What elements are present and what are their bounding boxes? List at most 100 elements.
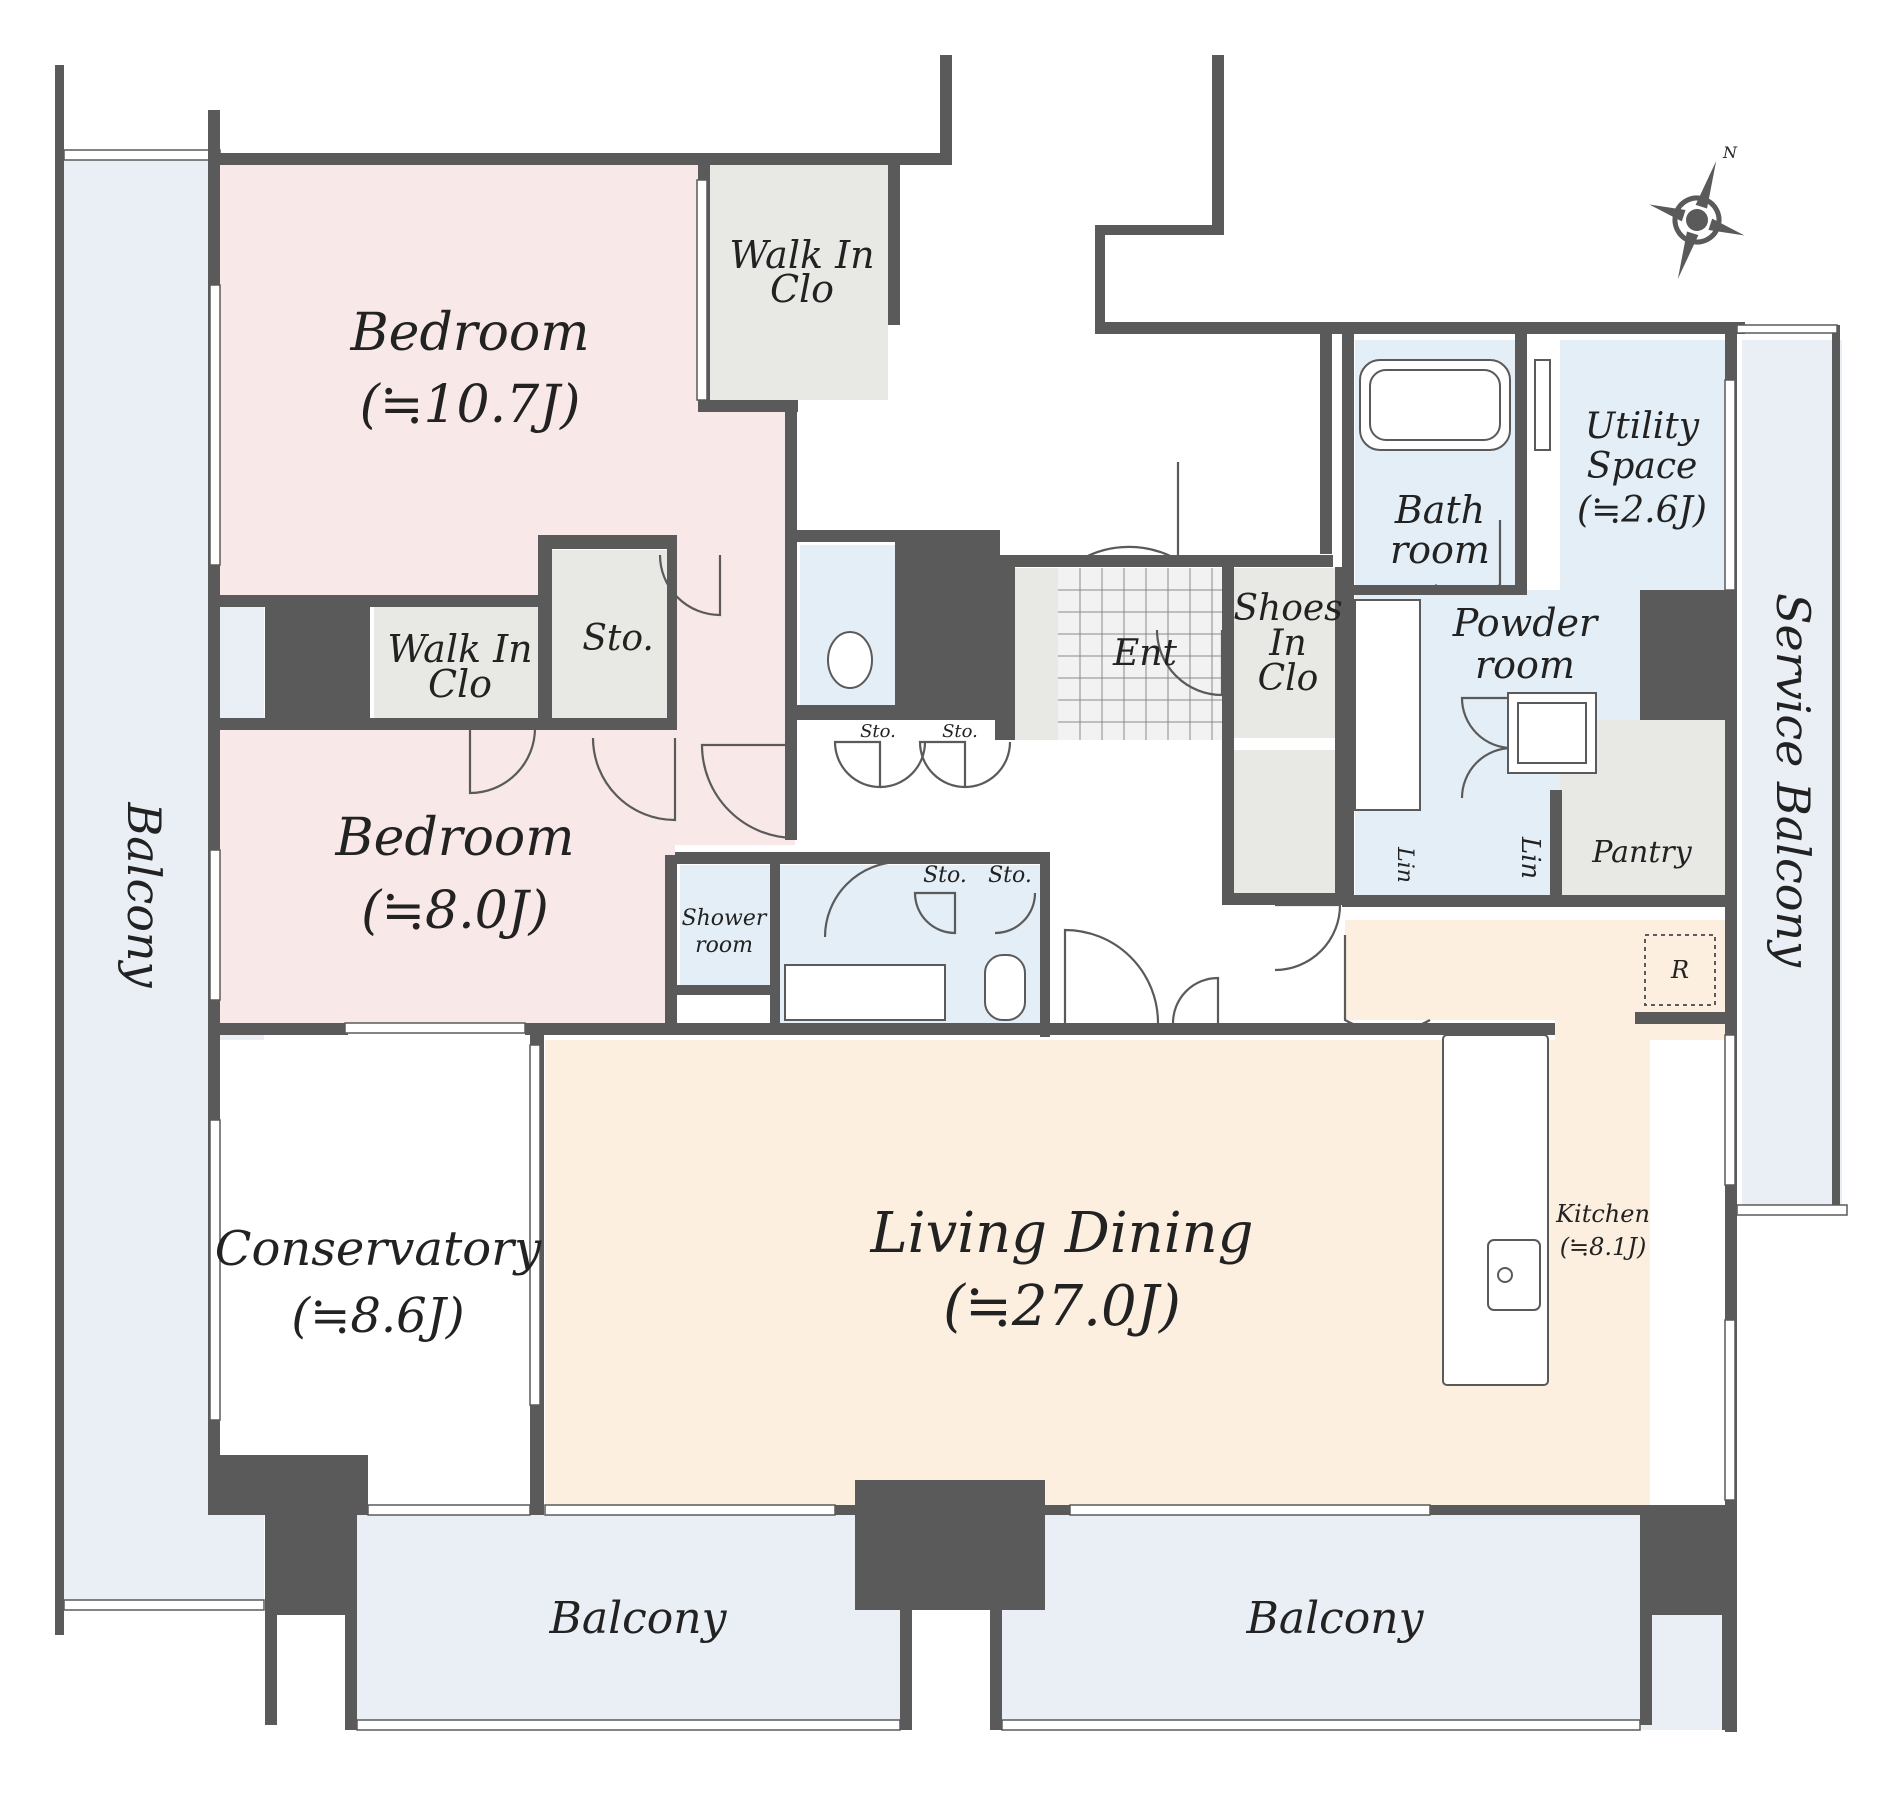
wall-bath-bottom — [1342, 585, 1527, 595]
wall-recess-b — [1095, 225, 1224, 235]
door-sto-d[interactable] — [964, 741, 1012, 789]
sto-b-label: Sto. — [942, 721, 978, 742]
wall-south-pier-right — [1640, 1505, 1735, 1615]
door-bed1-hall[interactable] — [700, 743, 797, 840]
door-powder[interactable] — [1343, 935, 1431, 1033]
door-sto-b[interactable] — [879, 741, 927, 789]
door-sto[interactable] — [591, 737, 677, 822]
shower-fill — [680, 865, 772, 985]
door-bath[interactable] — [1434, 520, 1502, 595]
conservatory-name: Conservatory — [215, 1221, 542, 1277]
wall-ent-left — [995, 555, 1015, 740]
south-left-balcony-label: Balcony — [549, 1593, 728, 1644]
wall-recess-e — [1320, 322, 1332, 554]
wall-balc-right-out — [1722, 1610, 1734, 1730]
bathtub-inner — [1369, 369, 1501, 441]
door-entrance[interactable] — [1079, 462, 1180, 562]
wall-bed-divider — [220, 595, 370, 607]
south-right-balcony-area — [1000, 1515, 1725, 1730]
door-sto-c[interactable] — [918, 740, 967, 789]
kitchen-name: Kitchen — [1555, 1200, 1650, 1228]
balcony-labels: Balcony Balcony Balcony Service Balcony — [117, 593, 1820, 1644]
bedroom2-name: Bedroom — [334, 808, 574, 868]
kitchen-size: (≒8.1J) — [1560, 1233, 1647, 1261]
wall-toilet1-right — [895, 542, 1000, 707]
shower-line1: Shower — [682, 906, 768, 931]
lin2-label: Lin — [1515, 836, 1545, 879]
wall-sto-top — [538, 535, 675, 549]
wall-shower-right — [770, 862, 780, 1032]
door-wash[interactable] — [823, 860, 901, 938]
wall-balc-left-in — [345, 1515, 357, 1730]
wall-ent-top — [1015, 555, 1333, 567]
wall-powder-bottom — [1342, 895, 1732, 907]
window-utility — [1724, 379, 1736, 591]
door-bed1-toilet[interactable] — [658, 554, 722, 617]
wall-balc-mid-b — [990, 1515, 1002, 1730]
conservatory-size: (≒8.6J) — [291, 1288, 464, 1344]
shower-tray-inner — [1517, 702, 1587, 764]
door-bed2[interactable] — [468, 726, 537, 795]
south-left-balcony-area — [355, 1515, 902, 1730]
bedroom1-size: (≒10.7J) — [360, 375, 581, 435]
wall-wic2-top — [370, 595, 540, 607]
south-right-balcony-label: Balcony — [1246, 1593, 1425, 1644]
door-shoes[interactable] — [1155, 629, 1224, 697]
south-left-rail — [356, 1719, 901, 1731]
door-sto-a[interactable] — [833, 740, 882, 789]
doors — [468, 462, 1514, 1033]
conservatory-fill — [220, 1040, 538, 1515]
west-railing-top — [63, 149, 221, 161]
walkin2-line2: Clo — [428, 662, 492, 706]
powder-line2: room — [1475, 643, 1575, 687]
windows — [209, 179, 1736, 1516]
fixtures — [784, 359, 1716, 1386]
window-east-kitchen — [1724, 1034, 1736, 1186]
utility-size: (≒2.6J) — [1577, 490, 1707, 531]
door-sto-f[interactable] — [994, 892, 1037, 935]
west-railing — [55, 65, 64, 1635]
wall-top-right-stub — [940, 55, 952, 165]
door-sto-e[interactable] — [913, 891, 957, 935]
wall-shoes-bottom — [1222, 893, 1342, 905]
door-living-right[interactable] — [1171, 976, 1220, 1024]
wall-wash-right — [1040, 852, 1050, 1037]
bath-line1: Bath — [1394, 488, 1485, 532]
door-powder-left2[interactable] — [1460, 746, 1513, 799]
wall-recess-c — [1095, 225, 1105, 330]
living-fill — [545, 920, 1725, 1515]
west-balcony-label: Balcony — [117, 801, 171, 988]
window-bed1 — [209, 284, 221, 566]
shower-line2: room — [695, 933, 753, 958]
window-cons-top — [344, 1022, 526, 1034]
compass-rose-icon — [1649, 161, 1745, 279]
toilet-bowl-1 — [827, 631, 873, 689]
wall-kitchen-right — [1635, 1012, 1730, 1024]
sto-main-label: Sto. — [582, 618, 654, 659]
service-balcony-area — [1742, 340, 1842, 1210]
wall-bed2-top — [220, 718, 677, 730]
wall-utility-block — [1640, 590, 1732, 720]
walkin1-fill — [710, 165, 888, 400]
sink-drain — [1497, 1267, 1513, 1283]
wall-balc-right-in — [1640, 1610, 1652, 1725]
shoes2-fill — [1232, 750, 1342, 900]
wall-sto-left — [538, 535, 552, 720]
walkin2-fill — [374, 605, 539, 720]
utility-fill — [1560, 340, 1725, 590]
window-living-south — [544, 1504, 836, 1516]
door-living-left[interactable] — [1063, 928, 1160, 1024]
compass-north-label: N — [1722, 143, 1738, 162]
wall-recess-a — [1212, 55, 1224, 235]
shoes-line2: In — [1268, 623, 1306, 664]
living-size: (≒27.0J) — [943, 1274, 1181, 1339]
living-name: Living Dining — [869, 1201, 1253, 1266]
door-hall-shoes[interactable] — [1274, 903, 1342, 972]
wall-bed2-right — [665, 855, 677, 1035]
window-wic — [696, 179, 708, 401]
wall-south-pier-left — [265, 1505, 355, 1615]
bedroom1-name: Bedroom — [349, 303, 589, 363]
refrigerator-label: R — [1670, 956, 1689, 984]
window-living-south2 — [1069, 1504, 1431, 1516]
